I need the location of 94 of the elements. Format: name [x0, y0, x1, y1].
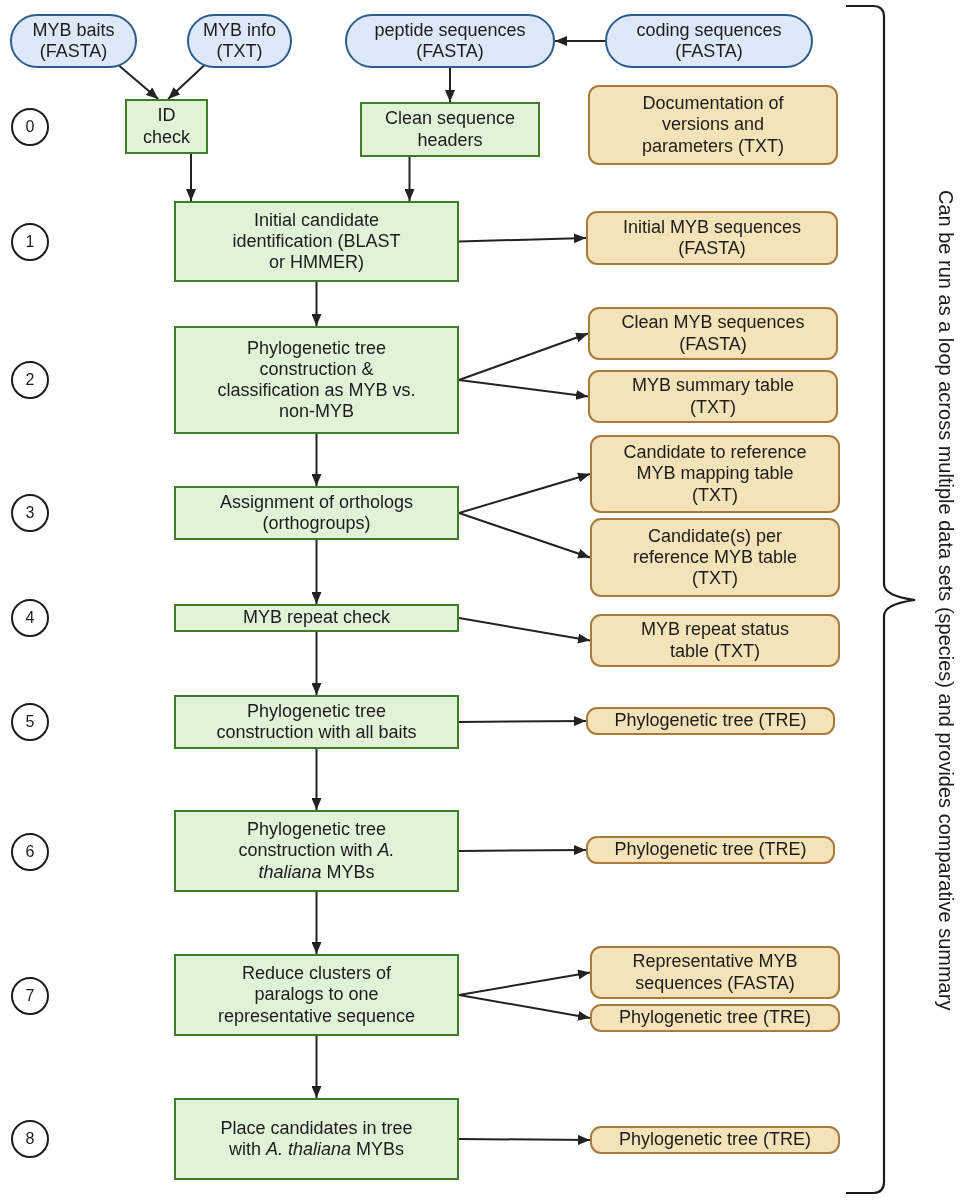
- step-label: MYB repeat check: [242, 607, 391, 629]
- step-number: 0: [25, 117, 35, 137]
- arrow: [458, 233, 587, 244]
- step-circle: [11, 361, 49, 399]
- side-note: Can be run as a loop across multiple data sets (species) and provides comparative summary: [935, 189, 957, 1011]
- output-label: MYB repeat status table (TXT): [639, 619, 791, 662]
- arrow: [458, 512, 591, 559]
- arrow: [458, 716, 587, 727]
- arrow: [554, 36, 606, 46]
- output-box: [588, 85, 838, 165]
- arrow: [311, 1035, 322, 1099]
- input-pill: [345, 14, 555, 68]
- process-box: [174, 1098, 459, 1180]
- process-box: [174, 201, 459, 282]
- process-box: [125, 99, 208, 154]
- output-label: Candidate(s) per reference MYB table (TXT): [631, 525, 799, 590]
- output-box: [590, 1126, 840, 1154]
- arrow: [311, 891, 322, 955]
- step-number: 3: [25, 503, 35, 523]
- input-label: MYB baits (FASTA): [31, 19, 116, 63]
- step-label: Phylogenetic tree construction & classification as MYB vs. non-MYB: [216, 337, 417, 423]
- arrow: [311, 539, 322, 605]
- process-box: [174, 486, 459, 540]
- arrow: [167, 63, 206, 100]
- output-box: [590, 946, 840, 999]
- output-label: Clean MYB sequences (FASTA): [620, 312, 806, 355]
- output-label: Phylogenetic tree (TRE): [614, 839, 807, 861]
- arrow: [458, 379, 589, 400]
- step-label: Reduce clusters of paralogs to one representative sequence: [216, 963, 417, 1027]
- process-box: [174, 604, 459, 632]
- arrow: [311, 433, 322, 487]
- step-circle: [11, 494, 49, 532]
- step-label: Clean sequence headers: [383, 108, 517, 151]
- arrow: [311, 281, 322, 327]
- output-box: [586, 211, 838, 265]
- step-circle: [11, 833, 49, 871]
- step-circle: [11, 1120, 49, 1158]
- output-box: [590, 614, 840, 667]
- arrow: [186, 153, 196, 202]
- input-label: MYB info (TXT): [202, 19, 277, 63]
- arrow: [458, 994, 591, 1021]
- step-label: Phylogenetic tree construction with A. thaliana MYBs: [237, 819, 396, 883]
- arrow: [311, 748, 322, 811]
- step-circle: [11, 108, 49, 146]
- step-number: 5: [25, 712, 35, 732]
- output-label: Phylogenetic tree (TRE): [614, 710, 807, 732]
- output-label: Phylogenetic tree (TRE): [618, 1129, 812, 1151]
- process-box: [174, 954, 459, 1036]
- step-circle: [11, 703, 49, 741]
- arrow: [311, 631, 322, 696]
- step-label: ID check: [142, 105, 191, 148]
- process-box: [174, 326, 459, 434]
- output-label: Representative MYB sequences (FASTA): [631, 951, 799, 994]
- output-label: Phylogenetic tree (TRE): [618, 1007, 812, 1029]
- step-number: 8: [25, 1129, 35, 1149]
- process-box: [174, 810, 459, 892]
- input-label: peptide sequences (FASTA): [373, 19, 527, 63]
- arrow: [458, 472, 591, 514]
- arrow: [404, 156, 415, 202]
- output-box: [586, 836, 835, 864]
- arrow: [458, 845, 587, 856]
- arrow: [458, 332, 589, 381]
- input-pill: [10, 14, 137, 68]
- arrow: [118, 64, 160, 100]
- step-number: 1: [25, 232, 35, 252]
- input-pill: [605, 14, 813, 68]
- step-number: 4: [25, 608, 35, 628]
- step-label: Assignment of orthologs (orthogroups): [218, 491, 415, 535]
- output-box: [586, 707, 835, 735]
- output-box: [588, 307, 838, 360]
- input-pill: [187, 14, 292, 68]
- output-label: MYB summary table (TXT): [630, 375, 795, 418]
- process-box: [360, 102, 540, 157]
- step-label: Phylogenetic tree construction with all baits: [215, 700, 418, 744]
- step-label: Place candidates in tree with A. thaliana MYBs: [219, 1117, 414, 1161]
- output-box: [590, 435, 840, 513]
- arrow: [458, 617, 591, 644]
- step-number: 7: [25, 986, 35, 1006]
- step-label: Initial candidate identification (BLAST or HMMER): [231, 209, 402, 274]
- output-label: Initial MYB sequences (FASTA): [621, 216, 803, 260]
- output-label: Documentation of versions and parameters (TXT): [641, 93, 785, 157]
- input-label: coding sequences (FASTA): [635, 19, 783, 63]
- arrow: [445, 67, 455, 103]
- step-number: 6: [25, 842, 35, 862]
- output-box: [590, 518, 840, 597]
- process-box: [174, 695, 459, 749]
- output-label: Candidate to reference MYB mapping table (TXT): [622, 442, 808, 506]
- step-circle: [11, 223, 49, 261]
- output-box: [590, 1004, 840, 1032]
- arrow: [458, 1134, 591, 1145]
- step-number: 2: [25, 370, 35, 390]
- step-circle: [11, 977, 49, 1015]
- output-box: [588, 370, 838, 423]
- step-circle: [11, 599, 49, 637]
